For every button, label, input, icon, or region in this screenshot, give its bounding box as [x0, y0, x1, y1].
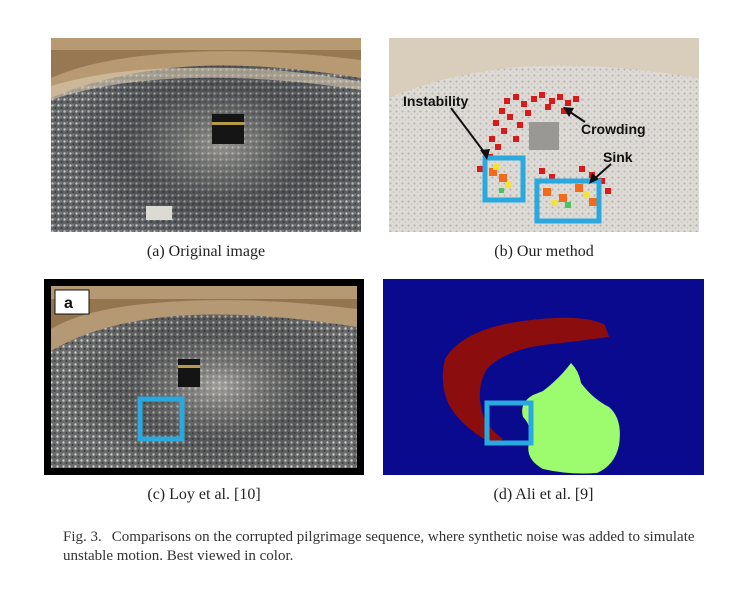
green-region: [522, 363, 620, 474]
figure-caption-text: Comparisons on the corrupted pilgrimage …: [63, 529, 695, 564]
caption-c: (c) Loy et al. [10]: [147, 486, 261, 503]
panel-b-our-method: Instability Crowding Sink: [389, 38, 699, 232]
loy-detection-box: [137, 396, 185, 442]
figure-label: Fig. 3.: [63, 529, 102, 545]
annotation-crowding: Crowding: [581, 121, 646, 137]
annotation-sink: Sink: [603, 149, 633, 165]
caption-b: (b) Our method: [494, 243, 594, 260]
panel-a-original-image: [51, 38, 361, 232]
panel-d-ali-et-al: [383, 279, 704, 475]
figure-caption: Fig. 3.Comparisons on the corrupted pilg…: [63, 528, 703, 566]
caption-d: (d) Ali et al. [9]: [493, 486, 594, 503]
instability-box: [482, 155, 526, 203]
panel-c-loy-et-al: a: [44, 279, 364, 475]
annotation-instability: Instability: [403, 93, 469, 109]
caption-a: (a) Original image: [146, 243, 266, 260]
sink-box: [534, 178, 602, 224]
red-region: [442, 317, 609, 445]
panel-c-tag: a: [64, 295, 73, 312]
ali-detection-box: [484, 400, 534, 446]
